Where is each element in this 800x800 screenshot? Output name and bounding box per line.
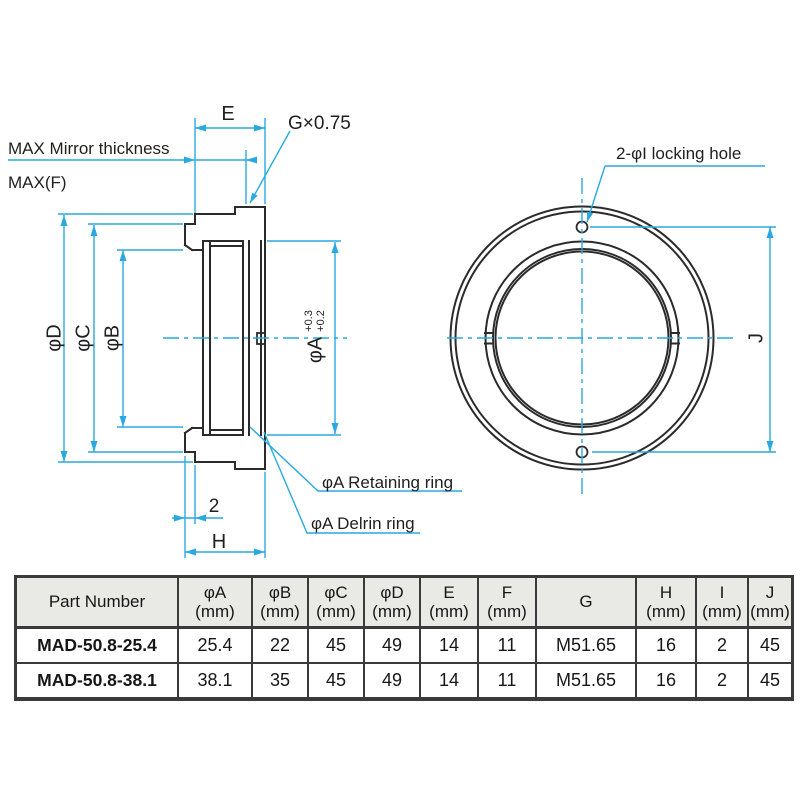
- table-cell: M51.65: [535, 629, 635, 664]
- table-cell: 25.4: [177, 629, 251, 664]
- table-cell: 11: [477, 664, 535, 697]
- table-cell: M51.65: [535, 664, 635, 697]
- drawing-labels: MAX Mirror thickness MAX(F) E G×0.75 φD …: [8, 103, 767, 553]
- thread-leader: [249, 130, 291, 204]
- max-mirror-thickness-label: MAX Mirror thickness: [8, 139, 170, 158]
- table-cell: 45: [747, 629, 791, 664]
- side-view-section: [183, 206, 266, 470]
- col-header-dia-d: φD(mm): [363, 578, 419, 629]
- col-header-e: E(mm): [419, 578, 477, 629]
- table-cell: 45: [307, 664, 363, 697]
- table-cell: 35: [251, 664, 307, 697]
- col-header-dia-a: φA(mm): [177, 578, 251, 629]
- col-header-h: H(mm): [635, 578, 695, 629]
- table-cell: 22: [251, 629, 307, 664]
- table-cell: 2: [695, 629, 747, 664]
- table-row-part-number: MAD-50.8-38.1: [37, 669, 157, 690]
- dia-a-tol-upper: +0.3: [303, 310, 315, 332]
- delrin-ring-leader: [263, 431, 420, 534]
- table-cell: 14: [419, 629, 477, 664]
- dim-2-label: 2: [209, 496, 220, 517]
- retaining-ring-label: φA Retaining ring: [322, 473, 453, 492]
- col-header-j: J(mm): [747, 578, 791, 629]
- dia-b-label: φB: [101, 325, 123, 351]
- col-header-dia-b: φB(mm): [251, 578, 307, 629]
- table-cell: 45: [747, 664, 791, 697]
- table-cell: 49: [363, 629, 419, 664]
- spec-table: Part Number φA(mm) φB(mm) φC(mm) φD(mm) …: [14, 575, 794, 701]
- dia-d-label: φD: [43, 324, 65, 351]
- table-row-part-number: MAD-50.8-25.4: [17, 629, 177, 664]
- table-cell: 11: [477, 629, 535, 664]
- ring-slit-ticks: [484, 332, 680, 345]
- col-header-g: G: [535, 578, 635, 629]
- table-cell: 49: [363, 664, 419, 697]
- table-cell: 16: [635, 664, 695, 697]
- thread-callout-label: G×0.75: [288, 113, 351, 134]
- dia-c-label: φC: [72, 324, 94, 351]
- table-cell: 2: [695, 664, 747, 697]
- dimension-lines: [8, 118, 776, 558]
- retaining-ring-leader: [249, 426, 462, 492]
- locking-hole-leader: [586, 165, 765, 223]
- max-f-label: MAX(F): [8, 173, 67, 192]
- dia-a-label: φA: [304, 336, 326, 363]
- locking-hole-label: 2-φI locking hole: [616, 144, 741, 163]
- col-header-part-number: Part Number: [17, 578, 177, 629]
- table-cell: 16: [635, 629, 695, 664]
- table-cell: 38.1: [177, 664, 251, 697]
- front-view-centerlines: [447, 178, 737, 497]
- arrowheads: [174, 156, 594, 522]
- dim-j-label: J: [745, 333, 767, 343]
- table-cell: 14: [419, 664, 477, 697]
- dim-e-label: E: [221, 103, 234, 125]
- col-header-dia-c: φC(mm): [307, 578, 363, 629]
- dia-a-tol-lower: +0.2: [315, 310, 327, 332]
- delrin-ring-label: φA Delrin ring: [311, 514, 415, 533]
- col-header-f: F(mm): [477, 578, 535, 629]
- col-header-i: I(mm): [695, 578, 747, 629]
- dim-h-label: H: [212, 531, 226, 553]
- table-cell: 45: [307, 629, 363, 664]
